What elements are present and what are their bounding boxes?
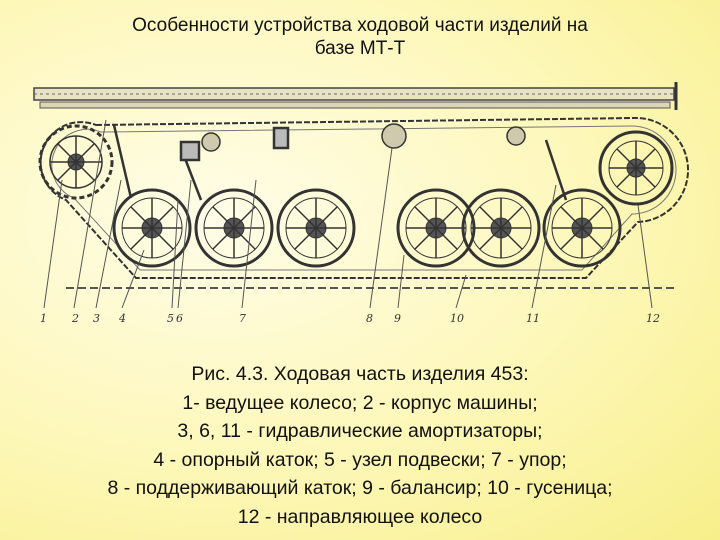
caption-line-3: 3, 6, 11 - гидравлические амортизаторы;: [177, 420, 543, 442]
return-rollers: [201, 123, 526, 152]
callout-6: 6: [176, 312, 183, 325]
drive-sprocket: [38, 124, 114, 200]
slide-title: Особенности устройства ходовой части изд…: [0, 14, 720, 60]
callout-1: 1: [40, 312, 47, 325]
caption-line-6: 12 - направляющее колесо: [237, 505, 483, 528]
callout-4: 4: [118, 312, 126, 325]
caption-line-4: 4 - опорный каток; 5 - узел подвески; 7 …: [153, 448, 567, 471]
callout-7: 7: [239, 312, 246, 325]
caption-line-5: 8 - поддерживающий каток; 9 - балансир; …: [107, 477, 613, 499]
callout-9: 9: [394, 312, 401, 325]
road-wheels: [112, 188, 622, 268]
road-wheel: [276, 188, 356, 268]
road-wheel: [194, 188, 274, 268]
callout-numbers: 1 2 3 4 5 6 7 8 9 10 11 12: [40, 312, 660, 325]
callout-11: 11: [526, 312, 540, 325]
undercarriage-drawing: 1 2 3 4 5 6 7 8 9 10 11 12: [33, 82, 689, 325]
callout-12: 12: [646, 312, 660, 325]
callout-10: 10: [450, 312, 464, 325]
hull-body: [33, 82, 678, 110]
callout-8: 8: [366, 312, 373, 325]
callout-3: 3: [93, 312, 100, 325]
slide-title-line-1: Особенности устройства ходовой части изд…: [132, 15, 588, 36]
road-wheel: [461, 188, 541, 268]
callout-5: 5: [167, 312, 174, 325]
road-wheel: [396, 188, 476, 268]
figure-caption: Рис. 4.3. Ходовая часть изделия 453: 1- …: [0, 360, 720, 531]
shock-absorbers: [112, 124, 568, 201]
callout-leaders: [43, 119, 653, 309]
idler-wheel: [598, 130, 674, 206]
callout-2: 2: [71, 312, 79, 325]
slide-title-line-2: базе МТ-Т: [314, 38, 406, 59]
road-wheel: [112, 188, 192, 268]
road-wheel: [542, 188, 622, 268]
caption-line-2: 1- ведущее колесо; 2 - корпус машины;: [182, 391, 538, 414]
caption-line-1: Рис. 4.3. Ходовая часть изделия 453:: [191, 363, 529, 385]
